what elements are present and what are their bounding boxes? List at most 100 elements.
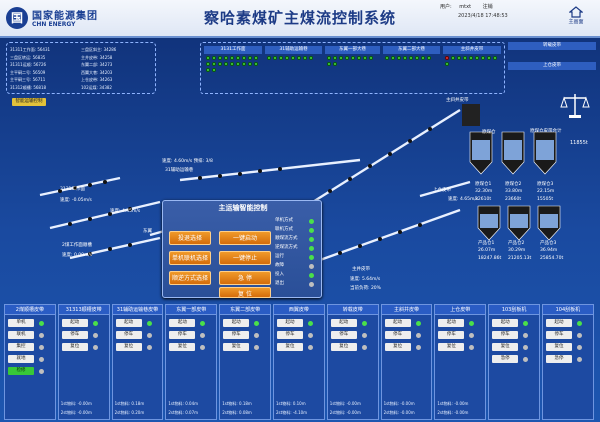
panel-lamp-icon — [469, 344, 475, 350]
belt-right-sub: 上仓皮带 — [508, 62, 596, 70]
panel-lamp-icon — [254, 320, 260, 326]
logout-button[interactable]: 注销 — [482, 4, 493, 10]
panel-button[interactable]: 停车 — [384, 331, 411, 339]
panel-button[interactable]: 起动 — [169, 319, 196, 327]
smart-control-dialog: 主运输智能控制 单机方式联机方式顺煤流方式逆煤流方式运行故障投入退出 投退选择一… — [162, 200, 322, 298]
panel-button[interactable]: 停车 — [277, 331, 303, 339]
dialog-button[interactable]: 单机联机选择 — [169, 251, 211, 265]
panel-button[interactable]: 起动 — [546, 319, 572, 327]
panel-button[interactable]: 集控 — [8, 343, 34, 351]
panel-button[interactable]: 单机 — [8, 319, 34, 327]
mode-lamp-icon — [309, 263, 314, 269]
status-dot-icon — [427, 56, 431, 60]
panel-button[interactable]: 复位 — [61, 343, 88, 351]
panel-button[interactable]: 停车 — [546, 331, 572, 339]
panel-lamp-icon — [39, 320, 44, 326]
panel-button[interactable]: 停车 — [61, 331, 88, 339]
panel-title: 转载皮带 — [327, 305, 378, 315]
panel-lamp-icon — [200, 332, 206, 338]
status-dot-icon — [218, 62, 222, 66]
dialog-button[interactable]: 顺逆方式选择 — [169, 271, 211, 285]
panel-button[interactable]: 复位 — [384, 343, 411, 351]
panel-button[interactable]: 起动 — [115, 319, 142, 327]
dialog-button[interactable]: 急 停 — [219, 271, 271, 285]
raw-silos — [469, 131, 557, 175]
panel-button[interactable]: 起动 — [61, 319, 88, 327]
panel-reading-2: 2st物料: -0.00m — [329, 410, 361, 415]
panel-button[interactable]: 起动 — [277, 319, 303, 327]
status-dot-icon — [369, 56, 373, 60]
face2-speed: 速度: 0.00m/s — [62, 253, 93, 258]
status-dot-icon — [333, 62, 337, 66]
face-3131-speed: 速度: -0.05m/s — [60, 198, 92, 203]
panel-button[interactable]: 起动 — [438, 319, 465, 327]
panel-lamp-icon — [39, 344, 44, 350]
panel-button[interactable]: 停车 — [169, 331, 196, 339]
panel-button[interactable]: 起动 — [384, 319, 411, 327]
panel-button[interactable]: 复位 — [277, 343, 303, 351]
panel-button[interactable]: 复位 — [330, 343, 357, 351]
mode-item: 单机方式 — [275, 217, 314, 225]
panel-button[interactable]: 复位 — [438, 343, 465, 351]
silo-level: 32.30m — [475, 189, 493, 194]
dialog-button[interactable]: 一键停止 — [219, 251, 271, 265]
smart-control-button[interactable]: 智能运输控制 — [12, 98, 46, 106]
panel-button[interactable]: 就地 — [8, 355, 34, 363]
belt-head-column: 东翼二部大巷 — [383, 46, 440, 92]
panel-reading-2: 2st物料: -0.00m — [383, 410, 415, 415]
silo-ton: 15505t — [537, 197, 554, 202]
panel-button[interactable]: 起动 — [492, 319, 519, 327]
face2-label: 2煤工作面顺槽 — [62, 243, 92, 248]
panel-button[interactable]: 复位 — [546, 343, 572, 351]
product-ton: 21205.13t — [508, 256, 532, 261]
bottom-belt-label: 主井皮带 — [352, 267, 370, 272]
mode-item: 顺煤流方式 — [275, 235, 314, 243]
product-level: 36.94m — [540, 248, 558, 253]
panel-button[interactable]: 停车 — [330, 331, 357, 339]
mode-lamp-icon — [309, 245, 314, 251]
panel-reading-1: 1st物料: 0.10m — [276, 401, 306, 406]
status-dot-icon — [351, 56, 355, 60]
panel-button[interactable]: 停车 — [223, 331, 250, 339]
conveyor-lines — [39, 108, 471, 262]
upper-belt-label: 上仓皮带 — [433, 188, 451, 193]
dialog-button[interactable]: 一键启动 — [219, 231, 271, 245]
status-dot-icon — [493, 56, 497, 60]
mode-item: 投入 — [275, 271, 314, 279]
panel-button[interactable]: 复位 — [223, 343, 250, 351]
panel-button[interactable]: 急停 — [492, 355, 519, 363]
panel-button[interactable]: 停车 — [492, 331, 519, 339]
panel-reading-2: 2st物料: -0.00m — [60, 410, 92, 415]
panel-button[interactable]: 复位 — [169, 343, 196, 351]
panel-reading-1: 1st物料: -0.00m — [60, 401, 92, 406]
panel-title: 2煤顺槽皮带 — [5, 305, 55, 315]
panel-button[interactable]: 停车 — [115, 331, 142, 339]
mode-lamp-icon — [309, 218, 314, 224]
mode-lamp-icon — [309, 281, 314, 287]
status-dot-icon — [333, 56, 337, 60]
dialog-button[interactable]: 复 位 — [219, 287, 271, 298]
panel-button[interactable]: 检修 — [8, 367, 34, 375]
panel-button[interactable]: 起动 — [330, 319, 357, 327]
home-button[interactable]: 主画面 — [560, 6, 592, 25]
panel-button[interactable]: 停车 — [438, 331, 465, 339]
mode-item: 逆煤流方式 — [275, 244, 314, 252]
panel-button[interactable]: 复位 — [492, 343, 519, 351]
raw-coal-hopper — [462, 104, 480, 126]
panel-button[interactable]: 联机 — [8, 331, 34, 339]
belt-head-column: 东翼一部大巷 — [325, 46, 380, 92]
belt-aux — [49, 200, 161, 230]
status-dot-icon — [385, 56, 389, 60]
status-dot-icon — [254, 56, 258, 60]
belt-head-dots — [443, 54, 501, 68]
east-belt-label: 东翼 — [143, 229, 152, 234]
dialog-button[interactable]: 投退选择 — [169, 231, 211, 245]
panel-lamp-icon — [415, 332, 421, 338]
panel-button[interactable]: 起动 — [223, 319, 250, 327]
panel-button[interactable]: 急停 — [546, 355, 572, 363]
status-dot-icon — [327, 56, 331, 60]
panel-button[interactable]: 复位 — [115, 343, 142, 351]
